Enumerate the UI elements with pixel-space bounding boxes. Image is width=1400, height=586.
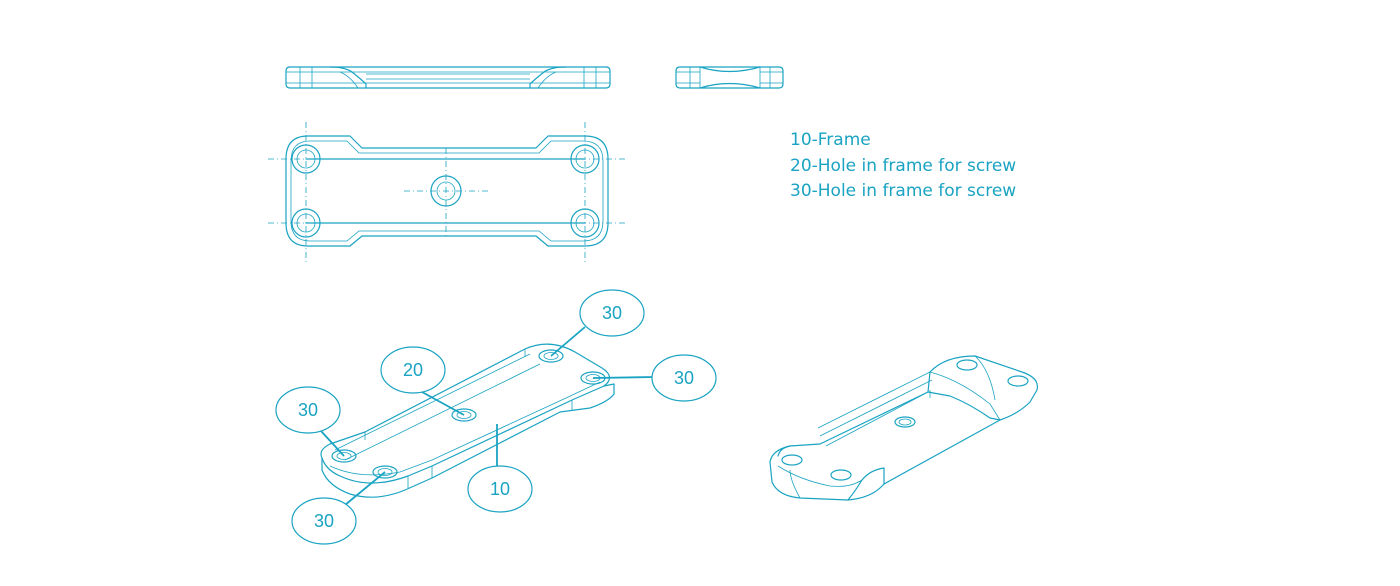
isometric-callout-view: 30 30 20 30 30 10: [275, 289, 717, 545]
callout-30-right: 30: [651, 354, 717, 402]
svg-text:20: 20: [403, 360, 423, 380]
svg-text:10: 10: [490, 479, 510, 499]
end-elevation-view: [675, 66, 784, 89]
legend-item-hole-30: 30-Hole in frame for screw: [790, 181, 1017, 201]
callout-30-top-right: 30: [579, 289, 645, 337]
side-elevation-view: [285, 66, 611, 89]
legend: 10-Frame 20-Hole in frame for screw 30-H…: [790, 128, 1016, 205]
callout-10: 10: [467, 465, 533, 513]
legend-item-frame: 10-Frame: [790, 130, 871, 150]
isometric-underside-view: [769, 355, 1039, 501]
callout-30-bottom: 30: [291, 497, 357, 545]
callout-20: 20: [380, 346, 446, 394]
svg-text:30: 30: [602, 303, 622, 323]
svg-text:30: 30: [314, 511, 334, 531]
svg-text:30: 30: [674, 368, 694, 388]
callout-30-left: 30: [275, 386, 341, 434]
plan-view: [268, 122, 625, 262]
svg-text:30: 30: [298, 400, 318, 420]
legend-item-hole-20: 20-Hole in frame for screw: [790, 155, 1017, 176]
